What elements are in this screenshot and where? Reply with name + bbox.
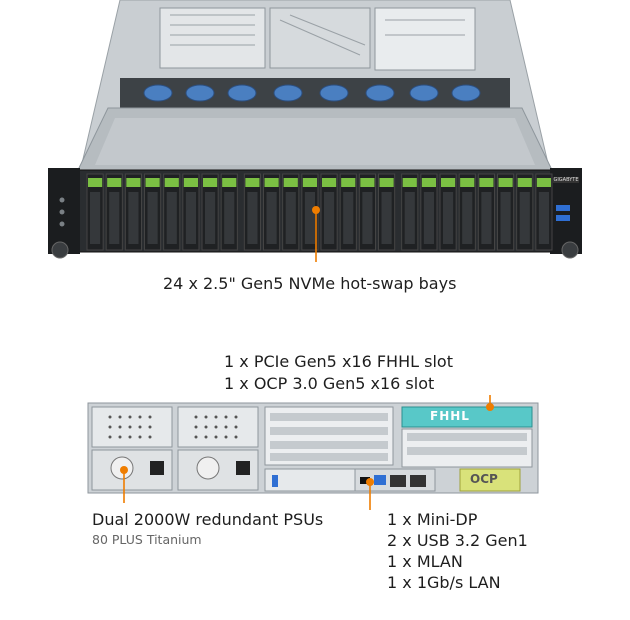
drive-bay[interactable] [320,173,338,251]
io-callout-minidp: 1 x Mini-DP [387,510,478,529]
drive-bay[interactable] [401,173,419,251]
io-callout-mlan: 1 x MLAN [387,552,463,571]
server-front-image [48,0,582,262]
drive-bay[interactable] [282,173,300,251]
drive-bay[interactable] [163,173,181,251]
drive-bay[interactable] [86,173,104,251]
fhhl-slot-tag: FHHL [430,409,470,423]
drive-bay[interactable] [105,173,123,251]
psu-certification-label: 80 PLUS Titanium [92,532,202,547]
drive-bay[interactable] [458,173,476,251]
drive-bay[interactable] [182,173,200,251]
drive-bay[interactable] [263,173,281,251]
drive-bay[interactable] [535,173,553,251]
drive-bay[interactable] [358,173,377,251]
server-rear-image [87,395,539,510]
drive-bay[interactable] [201,173,219,251]
bays-callout-label: 24 x 2.5" Gen5 NVMe hot-swap bays [163,274,457,293]
drive-bay[interactable] [220,173,238,251]
drive-bay[interactable] [144,173,162,251]
io-callout-lan: 1 x 1Gb/s LAN [387,573,501,592]
io-callout-usb: 2 x USB 3.2 Gen1 [387,531,528,550]
drive-bay[interactable] [243,173,261,251]
ocp-slot-label: 1 x OCP 3.0 Gen5 x16 slot [224,374,435,393]
pcie-slot-label: 1 x PCIe Gen5 x16 FHHL slot [224,352,453,371]
drive-bay[interactable] [124,173,143,251]
drive-bay[interactable] [439,173,457,251]
ocp-slot-tag: OCP [470,472,498,486]
drive-bay[interactable] [420,173,438,251]
psu-callout-label: Dual 2000W redundant PSUs [92,510,324,529]
drive-bay[interactable] [497,173,515,251]
drive-bay[interactable] [378,173,396,251]
drive-bay[interactable] [516,173,534,251]
drive-bay[interactable] [339,173,357,251]
drive-bay[interactable] [477,173,496,251]
brand-badge: GIGABYTE [553,177,579,183]
